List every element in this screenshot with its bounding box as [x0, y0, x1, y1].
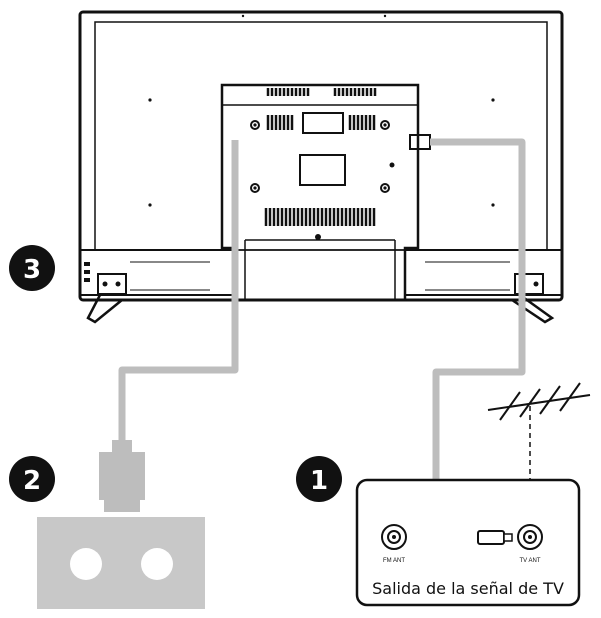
power-plug-icon [99, 440, 145, 512]
fm-port-label: FM ANT [383, 558, 405, 564]
power-socket-icon [37, 517, 205, 609]
tv-foot-left [86, 294, 123, 324]
step-bubble-2: 2 [9, 456, 55, 502]
svg-text:2: 2 [23, 466, 41, 496]
tv-antenna-input [409, 134, 431, 150]
wall-plate: FM ANT TV ANT Salida de la señal de TV [355, 478, 581, 607]
power-cable [118, 140, 239, 445]
step-bubble-1: 1 [296, 456, 342, 502]
tv-foot-right [511, 293, 555, 324]
tv-housing [220, 83, 420, 302]
tv-port-icon [517, 524, 543, 550]
wall-plate-caption: Salida de la señal de TV [372, 579, 564, 598]
tv-back [78, 10, 564, 324]
tv-port-label: TV ANT [519, 558, 540, 564]
step-bubble-3: 3 [9, 245, 55, 291]
fm-port-icon [381, 524, 407, 550]
antenna-cable [430, 138, 526, 542]
svg-text:1: 1 [310, 466, 328, 496]
svg-text:3: 3 [23, 255, 41, 285]
coax-plug-icon [477, 530, 513, 545]
